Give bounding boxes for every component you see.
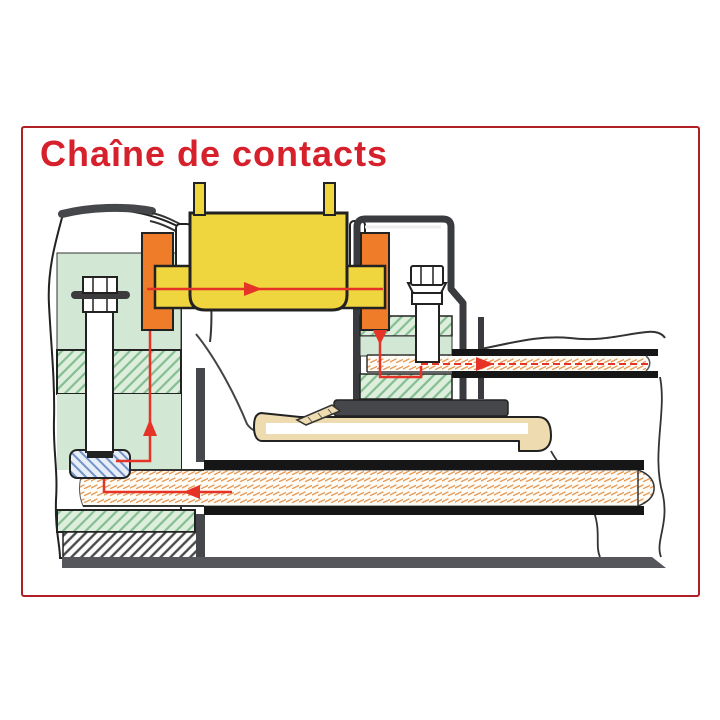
ground-hatch-block bbox=[62, 531, 199, 559]
current-path-right-drop bbox=[373, 330, 650, 379]
conductor-sheath-bottom bbox=[204, 506, 644, 515]
bolt-head-lower bbox=[82, 297, 118, 313]
upper-conductor-strip bbox=[367, 355, 646, 372]
insulator-hatch-band bbox=[56, 349, 182, 395]
contact-pin-right bbox=[323, 182, 336, 216]
current-path-main bbox=[147, 282, 383, 296]
right-terminal-bolt bbox=[406, 265, 448, 363]
contact-block bbox=[188, 211, 349, 312]
base-rail bbox=[62, 557, 666, 568]
arrow-down-icon bbox=[373, 330, 387, 345]
arrow-left-icon bbox=[183, 485, 200, 499]
support-bar bbox=[333, 399, 509, 417]
clamp-cap bbox=[87, 451, 113, 458]
lower-conductor bbox=[79, 460, 655, 515]
current-path-riser bbox=[116, 331, 157, 463]
bolt-shaft bbox=[85, 309, 114, 453]
right-contact-block bbox=[359, 315, 658, 400]
bolt-shaft bbox=[415, 299, 440, 363]
insulator-hatch-band-bottom bbox=[56, 509, 196, 533]
arrow-right-icon bbox=[244, 282, 262, 296]
left-terminal-bolt bbox=[69, 276, 131, 479]
page-title: Chaîne de contacts bbox=[40, 133, 389, 174]
arrow-right-icon bbox=[476, 357, 494, 371]
pantograph-support bbox=[253, 399, 552, 452]
arrow-up-icon bbox=[143, 419, 157, 436]
moving-contact-assembly bbox=[153, 182, 387, 312]
upper-conductor-sheath-bottom bbox=[452, 371, 658, 378]
central-dark-rib bbox=[196, 368, 205, 462]
bolt-head bbox=[410, 265, 444, 286]
conductor-sheath-top bbox=[204, 460, 644, 470]
upper-conductor-sheath-top bbox=[452, 349, 658, 356]
current-path-lower bbox=[102, 476, 232, 499]
bolt-head-upper bbox=[82, 276, 118, 294]
body-top-edge bbox=[58, 203, 156, 218]
contact-pin-left bbox=[193, 182, 206, 216]
